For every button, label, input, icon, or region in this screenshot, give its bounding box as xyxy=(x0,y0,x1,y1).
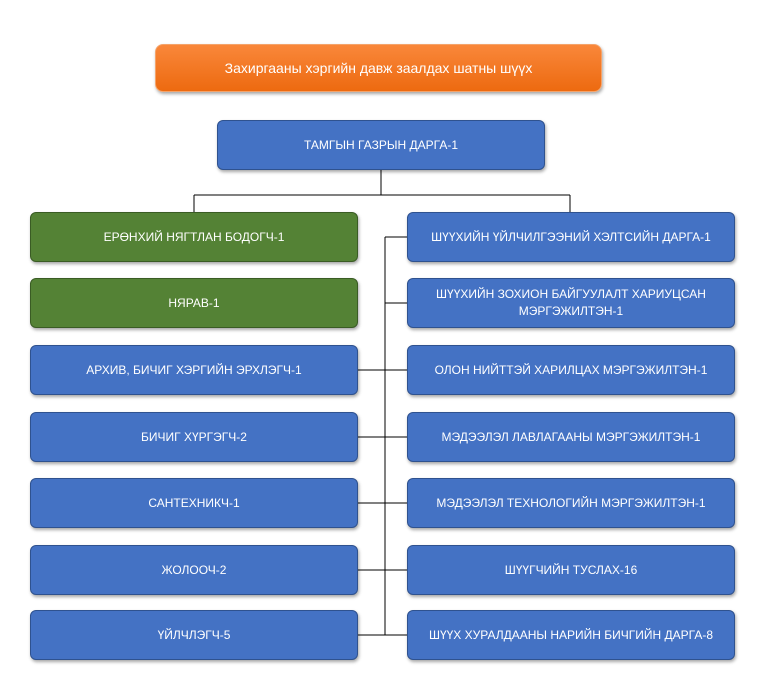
chief-accountant-box: ЕРӨНХИЙ НЯГТЛАН БОДОГЧ-1 xyxy=(30,212,358,262)
archive-records-manager-box: АРХИВ, БИЧИГ ХЭРГИЙН ЭРХЛЭГЧ-1 xyxy=(30,345,358,395)
court-session-secretary-box: ШҮҮХ ХУРАЛДААНЫ НАРИЙН БИЧГИЙН ДАРГА-8 xyxy=(407,610,735,660)
court-title: Захиргааны хэргийн давж заалдах шатны шү… xyxy=(155,44,602,92)
head-of-secretariat-box: ТАМГЫН ГАЗРЫН ДАРГА-1 xyxy=(217,120,545,170)
court-organization-specialist-box: ШҮҮХИЙН ЗОХИОН БАЙГУУЛАЛТ ХАРИУЦСАН МЭРГ… xyxy=(407,278,735,328)
court-service-head-box: ШҮҮХИЙН ҮЙЛЧИЛГЭЭНИЙ ХЭЛТСИЙН ДАРГА-1 xyxy=(407,212,735,262)
plumber-box: САНТЕХНИКЧ-1 xyxy=(30,478,358,528)
storekeeper-box: НЯРАВ-1 xyxy=(30,278,358,328)
courier-box: БИЧИГ ХҮРГЭГЧ-2 xyxy=(30,412,358,462)
it-specialist-box: МЭДЭЭЛЭЛ ТЕХНОЛОГИЙН МЭРГЭЖИЛТЭН-1 xyxy=(407,478,735,528)
judge-assistant-box: ШҮҮГЧИЙН ТУСЛАХ-16 xyxy=(407,545,735,595)
public-relations-specialist-box: ОЛОН НИЙТТЭЙ ХАРИЛЦАХ МЭРГЭЖИЛТЭН-1 xyxy=(407,345,735,395)
driver-box: ЖОЛООЧ-2 xyxy=(30,545,358,595)
cleaner-box: ҮЙЛЧЛЭГЧ-5 xyxy=(30,610,358,660)
information-reference-specialist-box: МЭДЭЭЛЭЛ ЛАВЛАГААНЫ МЭРГЭЖИЛТЭН-1 xyxy=(407,412,735,462)
